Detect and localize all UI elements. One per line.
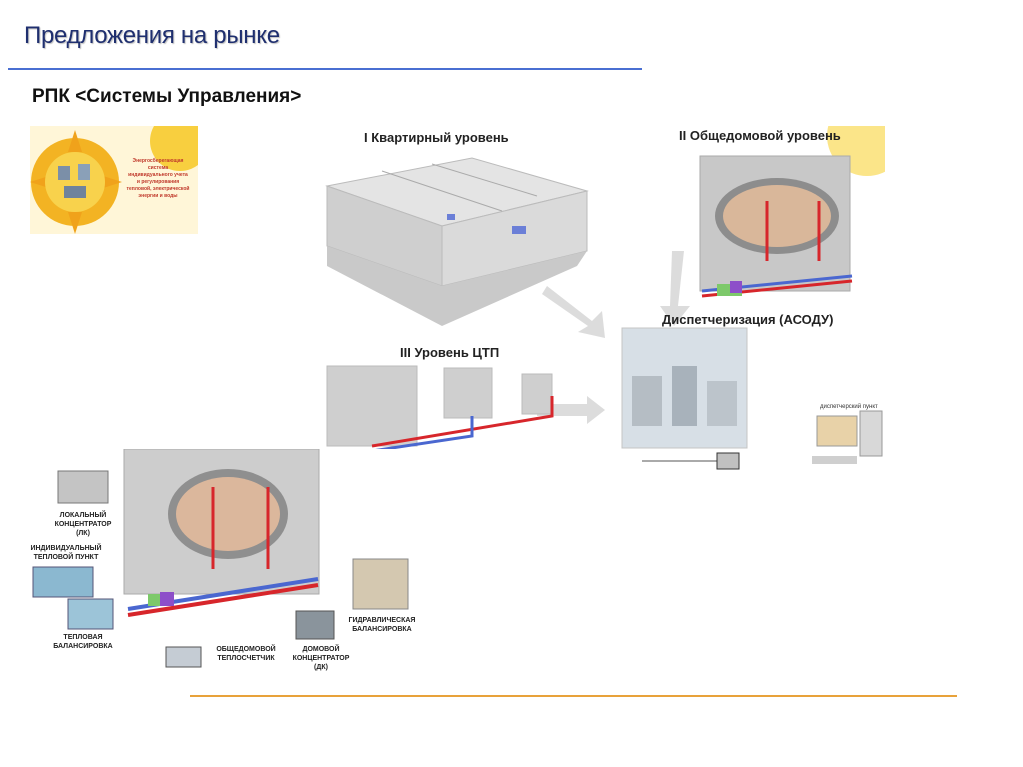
local-concentrator-label: (ЛК)	[76, 530, 90, 537]
building-level-illustration	[699, 155, 853, 298]
heat-balancing-label: ТЕПЛОВАЯ	[63, 634, 102, 641]
hydraulic-balancing-label: ГИДРАВЛИЧЕСКАЯ	[349, 617, 416, 624]
building-cross-section-illustration	[123, 449, 320, 617]
slide-subtitle: РПК <Системы Управления>	[32, 86, 302, 107]
hydraulic-balancing-label: БАЛАНСИРОВКА	[352, 626, 411, 633]
heat-point-equipment-icon	[32, 566, 94, 598]
logo-text-line: тепловой, электрической	[127, 185, 190, 192]
dispatch-label: Диспетчеризация (АСОДУ)	[662, 312, 833, 327]
dispatch-map-illustration	[621, 327, 748, 470]
slide-title: Предложения на рынке	[24, 22, 280, 49]
dispatch-point-label: диспетчерский пункт	[820, 403, 878, 410]
level-1-label: I Квартирный уровень	[364, 130, 509, 145]
heat-point-label: ТЕПЛОВОЙ ПУНКТ	[34, 552, 100, 561]
house-concentrator-label: КОНЦЕНТРАТОР	[293, 655, 350, 662]
logo-sun-image: Энергосберегающая система индивидуальног…	[30, 126, 198, 234]
local-concentrator-label: ЛОКАЛЬНЫЙ	[60, 510, 107, 519]
heat-balancing-label: БАЛАНСИРОВКА	[53, 643, 112, 650]
concentrator-device-icon	[57, 470, 109, 504]
heat-point-label: ИНДИВИДУАЛЬНЫЙ	[30, 543, 101, 552]
computer-icon	[812, 410, 883, 464]
arrow-icon	[542, 286, 605, 338]
arrow-icon	[537, 396, 605, 424]
logo-text-line: система	[148, 165, 168, 171]
house-meter-label: ОБЩЕДОМОВОЙ	[216, 644, 275, 653]
balancing-equipment-icon	[67, 598, 114, 630]
footer-rule	[190, 695, 957, 697]
house-concentrator-label: (ДК)	[314, 664, 328, 671]
logo-text-line: Энергосберегающая	[133, 157, 184, 164]
building-detail-diagram: ЛОКАЛЬНЫЙ КОНЦЕНТРАТОР (ЛК) ИНДИВИДУАЛЬН…	[28, 449, 417, 674]
ctp-level-illustration	[326, 365, 554, 453]
level-3-label: III Уровень ЦТП	[400, 345, 499, 360]
heat-meter-icon	[165, 646, 202, 668]
level-2-label: II Общедомовой уровень	[679, 128, 841, 143]
title-underline	[8, 68, 642, 70]
logo-text-line: индивидуального учета	[128, 172, 188, 178]
valve-icon	[352, 558, 409, 610]
house-concentrator-icon	[295, 610, 335, 640]
apartment-level-illustration	[325, 157, 589, 326]
house-meter-label: ТЕПЛОСЧЕТЧИК	[217, 655, 275, 662]
house-concentrator-label: ДОМОВОЙ	[302, 644, 339, 653]
logo-text-line: и регулирования	[137, 179, 179, 185]
logo-text-line: энергии и воды	[138, 193, 177, 199]
local-concentrator-label: КОНЦЕНТРАТОР	[55, 521, 112, 528]
arrow-icon	[660, 251, 690, 326]
sun-flower-icon	[30, 130, 122, 234]
system-levels-diagram: I Квартирный уровень II Общедомовой уров…	[322, 126, 885, 471]
